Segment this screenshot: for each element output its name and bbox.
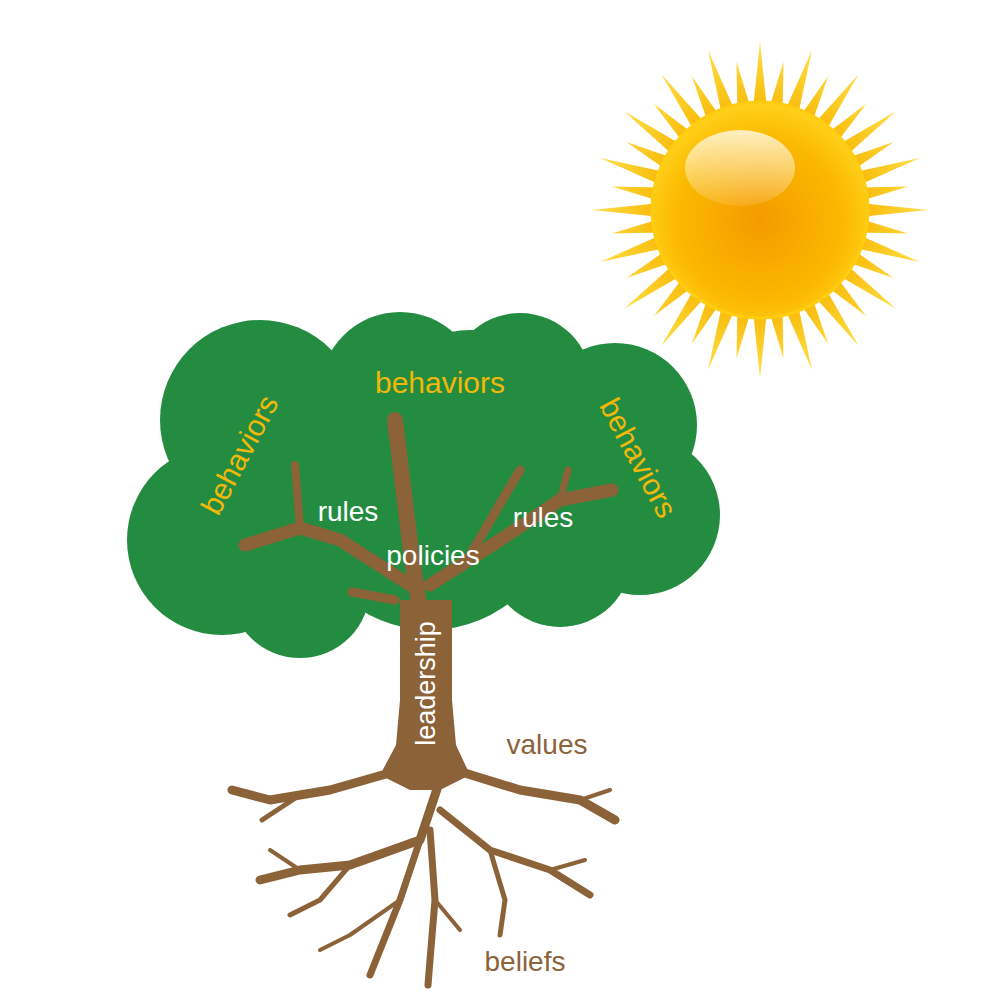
trunk-label: leadership bbox=[413, 621, 440, 746]
branch-label: rules bbox=[318, 498, 379, 526]
branch-label: rules bbox=[513, 504, 574, 532]
sun-ray bbox=[592, 203, 660, 217]
sun-ray bbox=[860, 203, 928, 217]
tree-roots bbox=[232, 770, 615, 985]
branch-label: policies bbox=[386, 542, 479, 570]
sun-rays bbox=[592, 42, 928, 378]
tree-trunk bbox=[380, 600, 470, 790]
sun-ray bbox=[753, 42, 767, 110]
sun-disc bbox=[652, 102, 868, 318]
root-label: values bbox=[507, 731, 588, 759]
sun-highlight bbox=[685, 130, 795, 206]
sun-ray bbox=[753, 310, 767, 378]
sun bbox=[592, 42, 928, 378]
root-label: beliefs bbox=[485, 948, 566, 976]
canopy-label: behaviors bbox=[375, 368, 505, 398]
